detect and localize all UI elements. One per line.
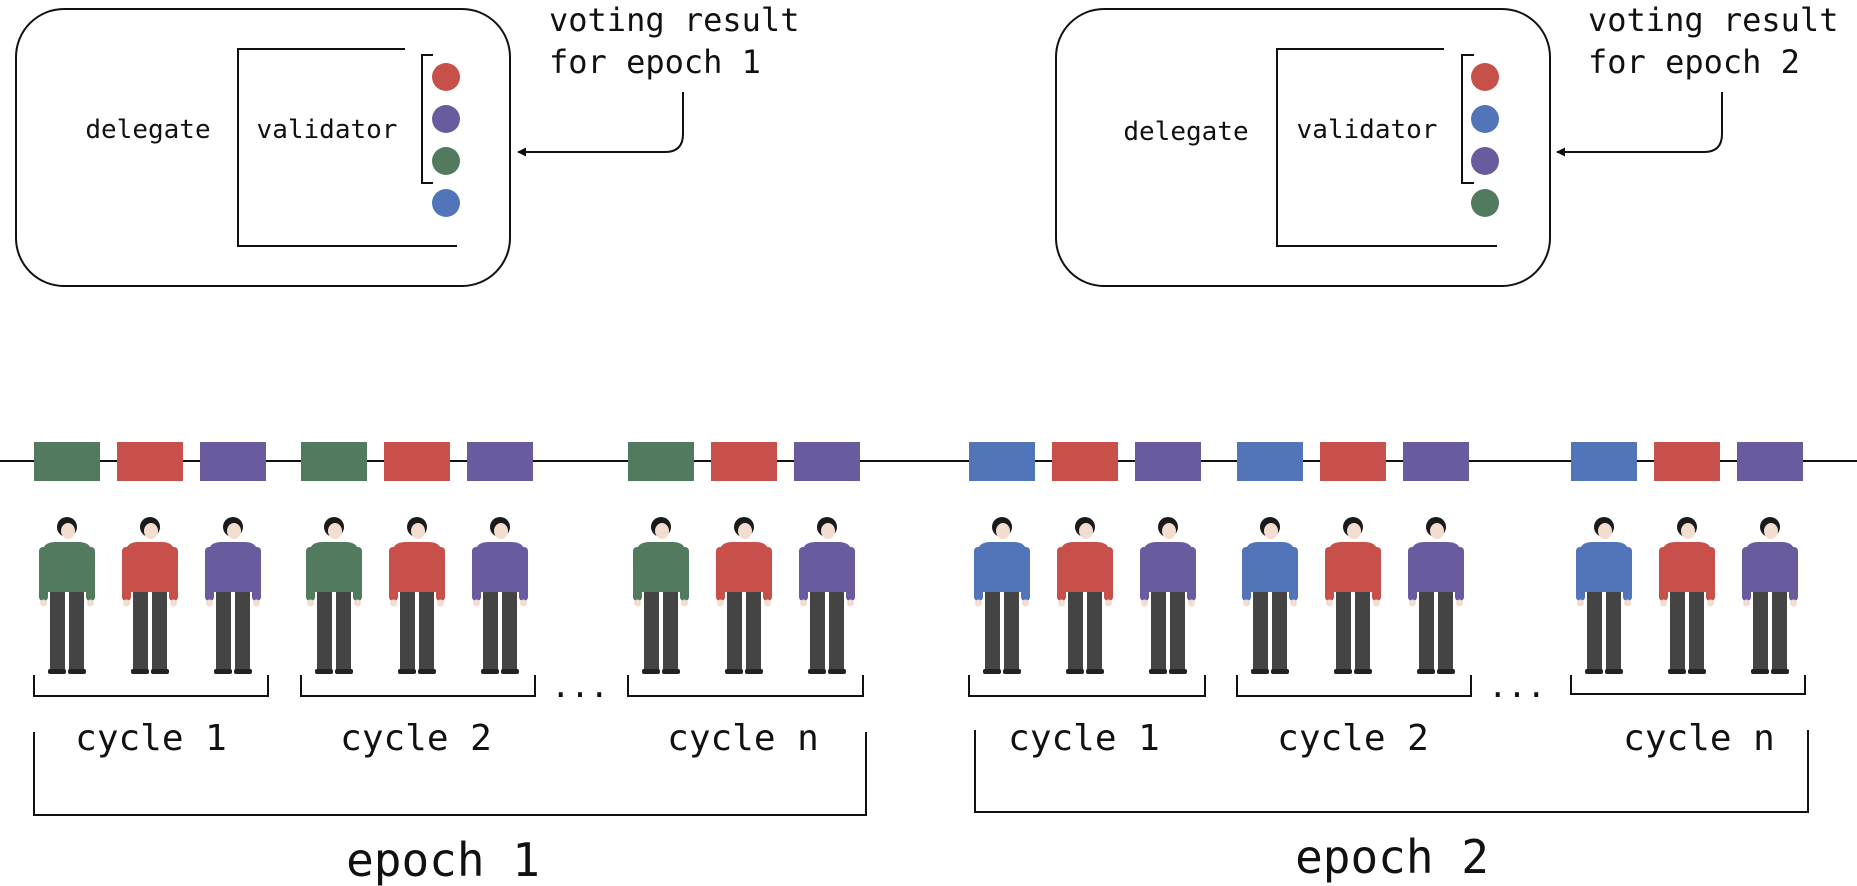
epoch-1-cycle-2-bracket — [300, 675, 536, 697]
epoch-1-note-line-2: for epoch 1 — [549, 43, 761, 81]
epoch-2-cycle-2-person-1-blue — [1242, 517, 1298, 674]
epoch-1-rank-3-green-dot — [432, 147, 460, 175]
epoch-1-cycle-3-person-1-green — [633, 517, 689, 674]
epoch-2-ranking-bracket — [1461, 54, 1474, 184]
epoch-2-cycle-1-person-1-blue — [974, 517, 1030, 674]
epoch-2-cycle-1-person-3-purple — [1140, 517, 1196, 674]
block-sequence — [34, 442, 1803, 481]
epoch-1-box-frame — [15, 8, 511, 287]
epoch-1-cycle-3-person-2-red — [716, 517, 772, 674]
epoch-1-cycle-2-block-2-red — [384, 442, 450, 481]
epoch-1-rank-4-blue-dot — [432, 189, 460, 217]
epoch-2-cycle-2-block-1-blue — [1237, 442, 1303, 481]
epoch-2-cycle-n-bracket — [1570, 675, 1806, 695]
epoch-2-cycle-1-block-2-red — [1052, 442, 1118, 481]
epoch-1-cycle-3-block-2-red — [711, 442, 777, 481]
epoch-2-cycle-3-block-1-blue — [1571, 442, 1637, 481]
epoch-2-rank-3-purple-dot — [1471, 147, 1499, 175]
epoch-2-cycles: cycle 1 cycle 2 ... cycle n epoch 2 — [968, 667, 1809, 884]
epoch-2-cycle-3-person-2-red — [1659, 517, 1715, 674]
epoch-1-ellipsis: ... — [551, 667, 609, 705]
epoch-1-cycle-3-block-1-green — [628, 442, 694, 481]
epoch-2-cycle-3-block-2-red — [1654, 442, 1720, 481]
epoch-1-validator-bracket — [237, 48, 457, 247]
epoch-2-cycle-1-block-3-purple — [1135, 442, 1201, 481]
epoch-1-result-arrow — [517, 92, 684, 157]
epoch-1-cycle-3-person-3-purple — [799, 517, 855, 674]
epoch-2-cycle-2-block-3-purple — [1403, 442, 1469, 481]
epoch-1-label: epoch 1 — [346, 833, 540, 886]
epoch-2-validator-label: validator — [1297, 115, 1438, 145]
epoch-2-cycle-2-label: cycle 2 — [1277, 718, 1429, 759]
epoch-2-cycle-2-bracket — [1236, 675, 1472, 697]
epoch-2-cycle-n-label: cycle n — [1623, 718, 1775, 759]
epoch-2-cycle-1-label: cycle 1 — [1008, 718, 1160, 759]
epoch-1-cycle-1-block-3-purple — [200, 442, 266, 481]
epoch-1-cycle-1-person-3-purple — [205, 517, 261, 674]
epoch-1-note-line-1: voting result — [549, 1, 799, 39]
epoch-1-voting-box: delegate validator voting result for epo… — [15, 1, 799, 287]
epoch-1-delegate-label: delegate — [85, 115, 210, 145]
epoch-1-cycle-2-person-2-red — [389, 517, 445, 674]
epoch-2-cycle-1-block-1-blue — [969, 442, 1035, 481]
epoch-1-cycle-1-bracket — [33, 675, 269, 697]
epoch-2-result-arrow — [1556, 92, 1723, 157]
epoch-1-cycle-1-person-2-red — [122, 517, 178, 674]
epoch-1-ranking-bracket — [421, 54, 433, 184]
epoch-1-cycle-2-label: cycle 2 — [340, 718, 492, 759]
epoch-2-cycle-3-person-3-purple — [1742, 517, 1798, 674]
epoch-2-voting-box: delegate validator voting result for epo… — [1055, 1, 1838, 287]
epoch-1-cycle-2-person-3-purple — [472, 517, 528, 674]
epoch-1-cycle-1-block-1-green — [34, 442, 100, 481]
epoch-2-epoch-bracket — [974, 730, 1809, 813]
epoch-2-cycle-3-person-1-blue — [1576, 517, 1632, 674]
epoch-1-rank-1-red-dot — [432, 63, 460, 91]
people-row — [39, 517, 1798, 674]
epoch-2-cycle-2-block-2-red — [1320, 442, 1386, 481]
epoch-2-label: epoch 2 — [1295, 830, 1489, 884]
epoch-2-rank-2-blue-dot — [1471, 105, 1499, 133]
epoch-2-ranking-list — [1471, 63, 1499, 217]
epoch-1-cycle-2-person-1-green — [306, 517, 362, 674]
epoch-1-cycle-n-label: cycle n — [667, 718, 819, 759]
epoch-2-cycle-1-bracket — [968, 675, 1206, 697]
epoch-1-cycles: cycle 1 cycle 2 ... cycle n epoch 1 — [33, 667, 867, 886]
epoch-2-delegate-label: delegate — [1123, 117, 1248, 147]
epoch-1-cycle-1-block-2-red — [117, 442, 183, 481]
epoch-1-cycle-1-label: cycle 1 — [75, 718, 227, 759]
epoch-2-ellipsis: ... — [1488, 667, 1546, 705]
epoch-1-cycle-2-block-3-purple — [467, 442, 533, 481]
epoch-2-cycle-1-person-2-red — [1057, 517, 1113, 674]
epoch-2-box-frame — [1055, 8, 1551, 287]
epoch-1-ranking-list — [432, 63, 460, 217]
epoch-2-cycle-2-person-3-purple — [1408, 517, 1464, 674]
epoch-2-rank-4-green-dot — [1471, 189, 1499, 217]
epoch-1-rank-2-purple-dot — [432, 105, 460, 133]
epoch-2-cycle-3-block-3-purple — [1737, 442, 1803, 481]
epoch-2-note-line-2: for epoch 2 — [1588, 43, 1800, 81]
epoch-1-cycle-3-block-3-purple — [794, 442, 860, 481]
epoch-1-validator-label: validator — [257, 115, 398, 145]
epoch-1-epoch-bracket — [33, 732, 867, 816]
epoch-2-rank-1-red-dot — [1471, 63, 1499, 91]
epoch-1-cycle-n-bracket — [627, 675, 864, 697]
epoch-1-cycle-1-person-1-green — [39, 517, 95, 674]
epoch-1-cycle-2-block-1-green — [301, 442, 367, 481]
epoch-2-validator-bracket — [1276, 48, 1497, 247]
epoch-2-note-line-1: voting result — [1588, 1, 1838, 39]
epoch-2-cycle-2-person-2-red — [1325, 517, 1381, 674]
